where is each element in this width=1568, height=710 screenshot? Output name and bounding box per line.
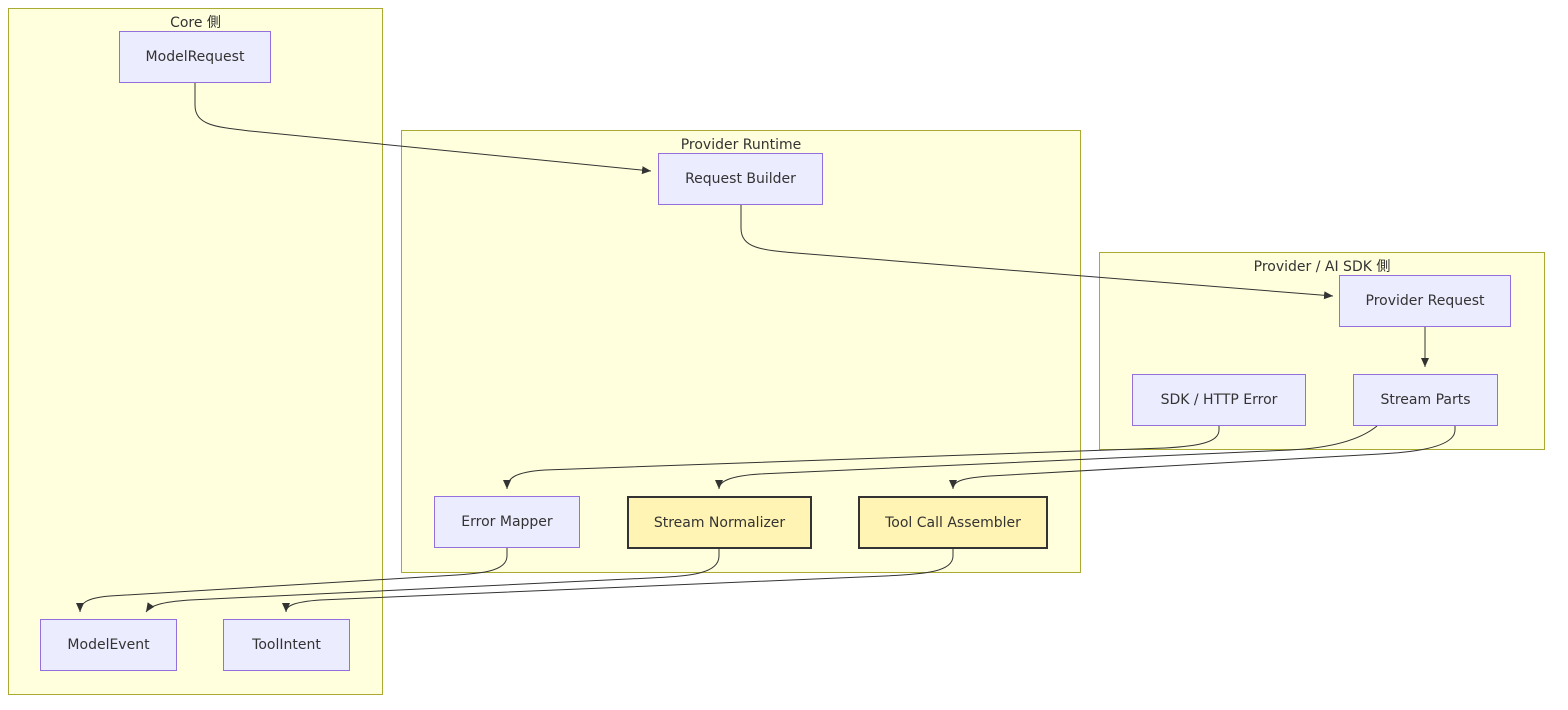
node-sdk-http-error-label: SDK / HTTP Error	[1160, 392, 1278, 408]
node-tool-intent-label: ToolIntent	[252, 637, 321, 653]
node-provider-request[interactable]: Provider Request	[1339, 275, 1511, 327]
node-stream-normalizer[interactable]: Stream Normalizer	[627, 496, 812, 549]
cluster-provider-runtime-title: Provider Runtime	[680, 137, 802, 153]
node-model-request-label: ModelRequest	[145, 49, 245, 65]
cluster-core-title: Core 側	[170, 15, 221, 31]
node-model-event-label: ModelEvent	[67, 637, 150, 653]
node-stream-normalizer-label: Stream Normalizer	[653, 514, 786, 531]
node-model-event[interactable]: ModelEvent	[40, 619, 177, 671]
node-request-builder[interactable]: Request Builder	[658, 153, 823, 205]
cluster-provider-ai-sdk-title: Provider / AI SDK 側	[1253, 259, 1391, 275]
node-tool-call-assembler-label: Tool Call Assembler	[885, 514, 1021, 531]
node-error-mapper-label: Error Mapper	[461, 514, 553, 530]
node-error-mapper[interactable]: Error Mapper	[434, 496, 580, 548]
node-model-request[interactable]: ModelRequest	[119, 31, 271, 83]
node-tool-intent[interactable]: ToolIntent	[223, 619, 350, 671]
cluster-core: Core 側	[8, 8, 383, 695]
node-stream-parts-label: Stream Parts	[1380, 392, 1471, 408]
node-tool-call-assembler[interactable]: Tool Call Assembler	[858, 496, 1048, 549]
node-request-builder-label: Request Builder	[685, 171, 796, 187]
node-provider-request-label: Provider Request	[1365, 293, 1485, 309]
node-sdk-http-error[interactable]: SDK / HTTP Error	[1132, 374, 1306, 426]
node-stream-parts[interactable]: Stream Parts	[1353, 374, 1498, 426]
